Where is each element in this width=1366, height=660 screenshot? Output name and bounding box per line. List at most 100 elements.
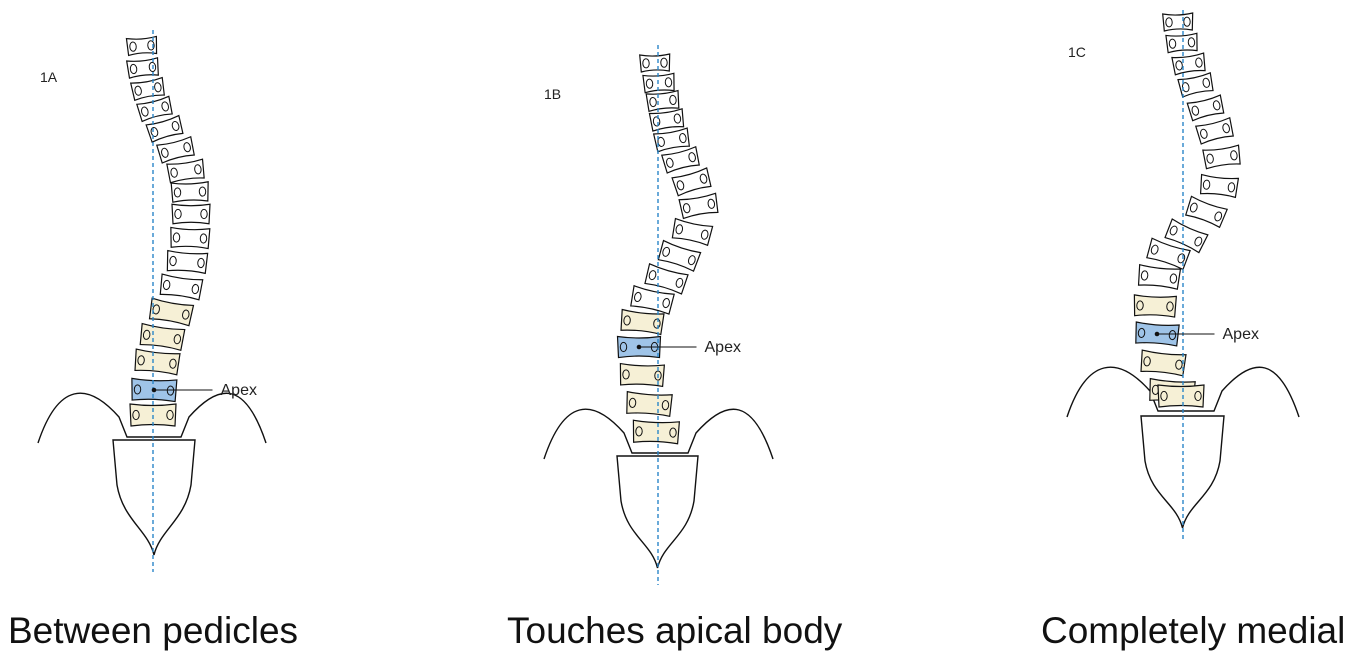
pedicle-right: [194, 164, 202, 175]
caption-between-pedicles: Between pedicles: [8, 610, 299, 651]
apex-label: Apex: [705, 339, 741, 356]
vertebra: [630, 284, 675, 315]
vertebra: [639, 53, 671, 73]
pedicle-left: [1160, 390, 1168, 402]
vertebra: [148, 297, 195, 327]
vertebra: [166, 158, 205, 184]
vertebra: [642, 72, 675, 94]
pedicle-right: [669, 427, 677, 438]
pedicle-right: [154, 82, 162, 93]
vertebra-body: [171, 203, 211, 225]
vertebra: [1162, 12, 1194, 32]
vertebra-body: [170, 226, 211, 250]
vertebra-body: [159, 273, 204, 301]
pedicle-left: [1168, 38, 1177, 49]
apex-label: Apex: [221, 382, 257, 399]
pedicle-left: [162, 279, 171, 291]
vertebra-body: [1199, 173, 1240, 199]
pedicle-right: [675, 277, 684, 288]
apex-label: Apex: [1223, 326, 1259, 343]
vertebra: [139, 322, 186, 352]
vertebra-body: [139, 322, 186, 352]
vertebra-body: [626, 390, 673, 418]
pedicle-right: [1166, 301, 1174, 312]
pedicle-left: [645, 78, 654, 89]
pedicle-left: [1175, 60, 1183, 71]
vertebra: [1140, 349, 1187, 377]
iliac-wing-outline: [543, 408, 774, 460]
pedicle-left: [1165, 17, 1173, 28]
pedicle-right: [662, 297, 670, 309]
iliac-wing-outline: [37, 392, 267, 444]
pedicle-right: [173, 334, 182, 345]
panel-label: 1C: [1068, 44, 1086, 60]
pedicle-right: [169, 358, 177, 369]
pedicle-right: [198, 186, 207, 197]
pedicle-right: [653, 318, 661, 329]
pedicle-left: [132, 409, 140, 421]
pedicle-left: [174, 208, 182, 220]
pedicle-left: [634, 291, 642, 303]
pedicle-left: [172, 232, 181, 243]
pedicle-left: [137, 355, 145, 366]
vertebra: [644, 262, 689, 295]
vertebra: [657, 239, 702, 272]
pedicle-right: [679, 133, 687, 144]
pedicle-left: [675, 224, 684, 235]
vertebra: [1199, 173, 1240, 199]
pedicle-left: [682, 203, 691, 214]
vertebra: [620, 308, 665, 336]
vertebra: [1171, 52, 1206, 76]
pedicle-left: [1202, 179, 1211, 190]
pedicle-left: [1136, 300, 1144, 311]
pedicle-left: [1206, 153, 1214, 164]
pedicle-right: [1195, 57, 1203, 68]
vertebra: [1202, 144, 1241, 170]
vertebra: [1177, 71, 1214, 98]
vertebra-body: [619, 362, 666, 388]
vertebra: [125, 35, 158, 57]
pedicle-left: [648, 270, 657, 281]
vertebra: [159, 273, 204, 301]
pedicle-right: [171, 120, 180, 131]
pedicle-right: [1222, 123, 1230, 134]
pedicle-left: [1169, 225, 1178, 236]
pedicle-left: [623, 315, 631, 326]
panel-1b: Apex 1B: [543, 45, 774, 585]
pedicle-left: [649, 96, 657, 108]
vertebra: [652, 127, 691, 153]
panel-label: 1B: [544, 86, 561, 102]
pedicle-right: [1194, 390, 1202, 402]
vertebra: [170, 226, 211, 250]
pedicle-left: [666, 157, 674, 168]
vertebra: [671, 167, 712, 197]
vertebra-body: [134, 348, 181, 376]
pedicle-left: [1189, 202, 1198, 213]
pedicle-right: [200, 208, 208, 220]
pedicle-right: [660, 57, 668, 68]
vertebra-body: [620, 308, 665, 336]
vertebra: [155, 135, 195, 164]
vertebra: [136, 95, 173, 123]
panel-1c: Apex 1C: [1066, 10, 1300, 542]
pedicle-right: [1227, 182, 1236, 193]
vertebra: [632, 419, 681, 445]
pedicle-right: [1194, 236, 1203, 247]
vertebra: [660, 145, 700, 174]
pedicle-left: [1140, 270, 1149, 281]
pedicle-left: [169, 255, 177, 267]
vertebra: [648, 108, 685, 132]
pedicle-right: [661, 400, 670, 411]
pedicle-left: [622, 369, 630, 380]
pedicle-right: [166, 409, 174, 421]
pedicle-left: [619, 341, 628, 353]
pedicle-right: [166, 385, 175, 396]
vertebra: [1157, 384, 1205, 408]
iliac-wing-outline: [1066, 366, 1300, 418]
vertebra: [1194, 116, 1234, 145]
vertebra: [125, 56, 159, 79]
pedicle-left: [152, 304, 160, 315]
vertebra-body: [1184, 195, 1229, 229]
pedicle-right: [161, 101, 169, 112]
